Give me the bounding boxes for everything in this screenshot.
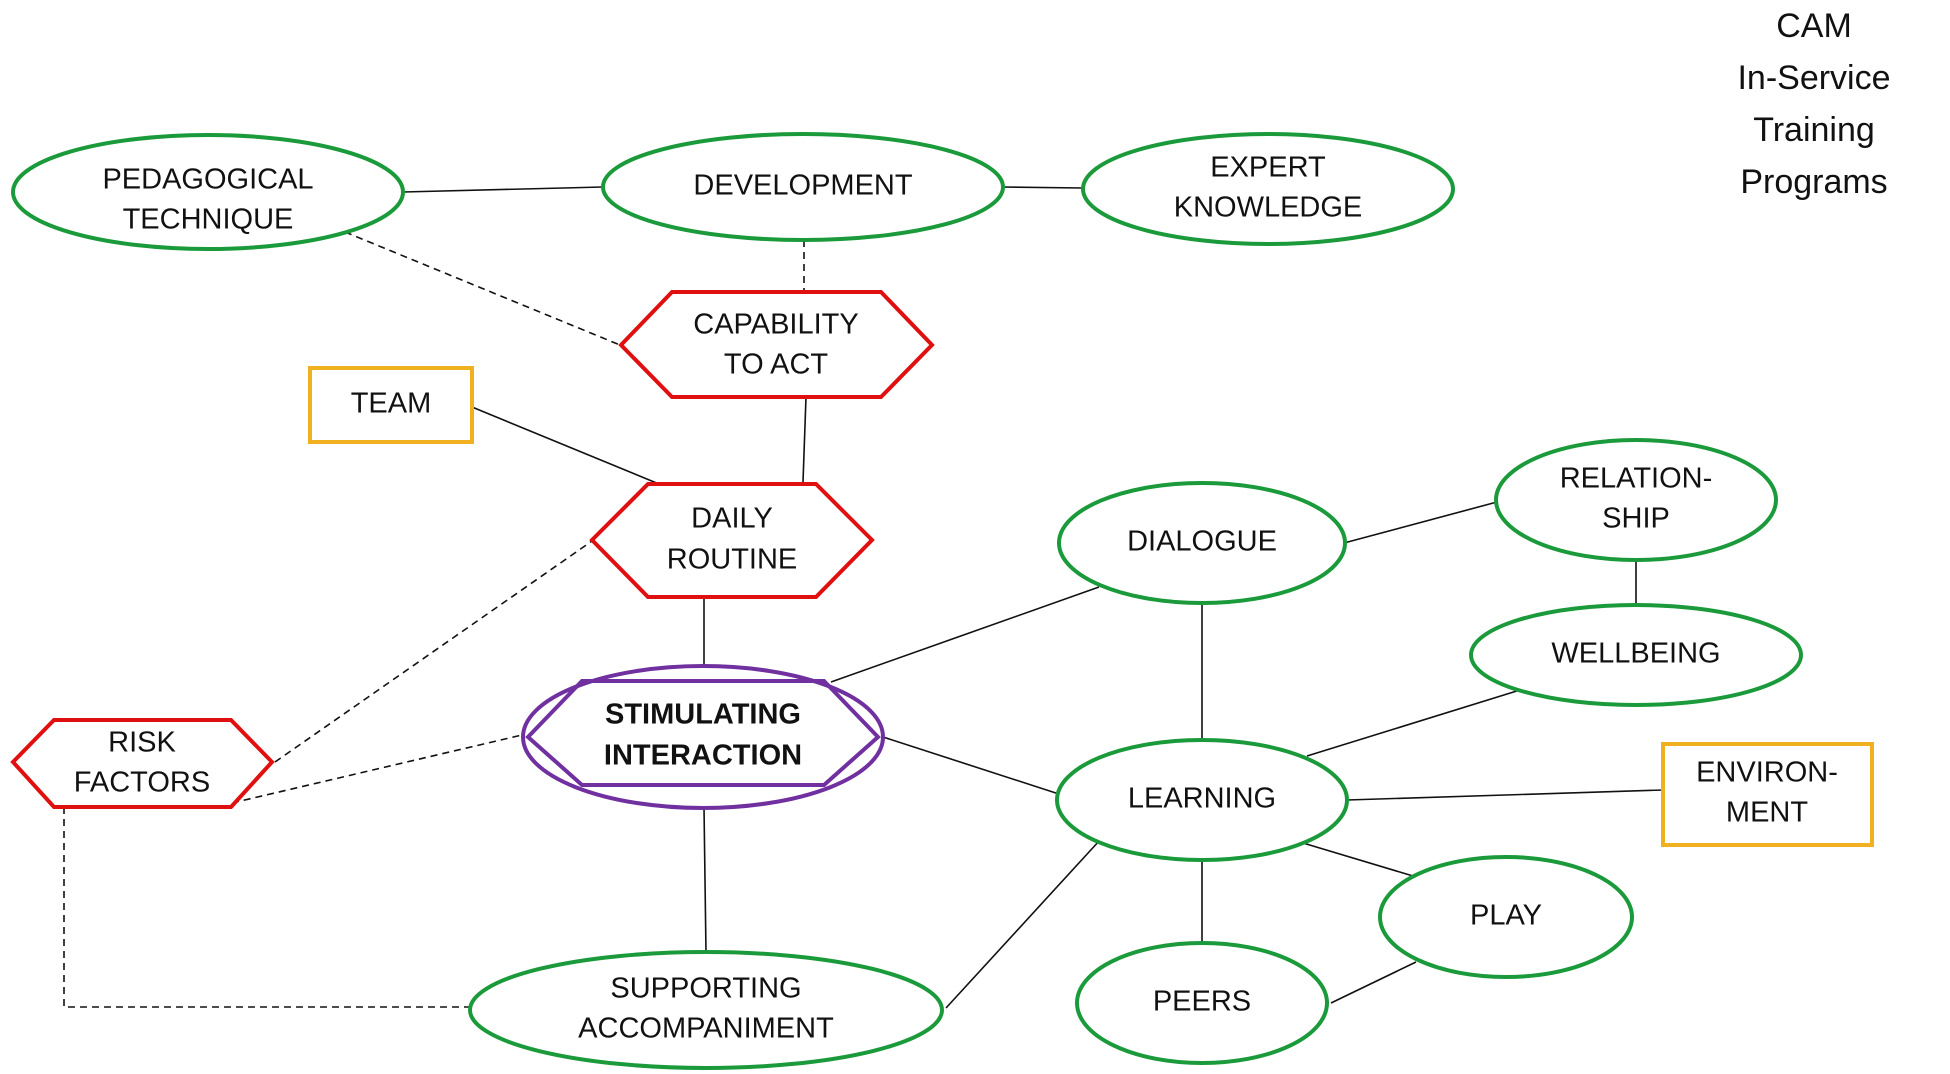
node-stimulating-interaction: STIMULATING INTERACTION <box>521 664 885 810</box>
play-label: PLAY <box>1470 900 1542 932</box>
node-team: TEAM <box>308 366 474 444</box>
expert-knowledge-line-2: KNOWLEDGE <box>1174 192 1363 224</box>
node-development: DEVELOPMENT <box>601 132 1005 242</box>
connectors <box>63 186 1664 1009</box>
environment-line-1: ENVIRON- <box>1696 757 1838 789</box>
node-learning: LEARNING <box>1055 738 1349 862</box>
edge-team-daily <box>471 406 660 485</box>
edge-pedagogical-development <box>402 186 604 193</box>
daily-routine-line-1: DAILY <box>691 503 773 535</box>
supporting-accompaniment-line-2: ACCOMPANIMENT <box>578 1013 834 1045</box>
peers-label: PEERS <box>1153 986 1251 1018</box>
team-label: TEAM <box>351 388 432 420</box>
node-environment: ENVIRON- MENT <box>1661 742 1874 847</box>
node-pedagogical-technique: PEDAGOGICAL TECHNIQUE <box>11 133 405 251</box>
edge-stimulating-supporting <box>703 806 707 954</box>
risk-factors-line-2: FACTORS <box>74 767 210 799</box>
title-line-1: CAM <box>1776 7 1852 45</box>
node-capability-to-act: CAPABILITY TO ACT <box>618 290 935 399</box>
edge-stimulating-dialogue <box>830 586 1100 683</box>
risk-factors-line-1: RISK <box>108 727 176 759</box>
node-play: PLAY <box>1378 855 1634 979</box>
node-risk-factors: RISK FACTORS <box>10 718 275 809</box>
relationship-line-2: SHIP <box>1602 503 1670 535</box>
edge-risk-daily <box>274 540 593 763</box>
edge-risk-supporting <box>63 807 470 1008</box>
edge-learning-play <box>1302 842 1414 877</box>
node-dialogue: DIALOGUE <box>1057 481 1347 605</box>
daily-routine-line-2: ROUTINE <box>667 544 798 576</box>
stimulating-interaction-line-2: INTERACTION <box>604 740 802 772</box>
learning-label: LEARNING <box>1128 783 1276 815</box>
edge-play-peers <box>1330 961 1417 1004</box>
edge-stimulating-learning <box>882 736 1063 796</box>
edge-capability-daily <box>802 396 807 483</box>
title-line-2: In-Service <box>1737 59 1891 97</box>
relationship-line-1: RELATION- <box>1560 463 1713 495</box>
edge-development-expert <box>1002 186 1084 189</box>
wellbeing-label: WELLBEING <box>1551 638 1720 670</box>
stimulating-interaction-line-1: STIMULATING <box>605 699 801 731</box>
title-line-4: Programs <box>1740 163 1888 201</box>
development-label: DEVELOPMENT <box>693 170 912 202</box>
node-supporting-accompaniment: SUPPORTING ACCOMPANIMENT <box>468 950 944 1070</box>
pedagogical-technique-line-2: TECHNIQUE <box>123 204 294 236</box>
edge-learning-environment <box>1346 789 1664 801</box>
pedagogical-technique-line-1: PEDAGOGICAL <box>102 164 313 196</box>
environment-line-2: MENT <box>1726 797 1808 829</box>
edge-learning-supporting <box>945 839 1101 1009</box>
title-line-3: Training <box>1753 111 1875 149</box>
node-expert-knowledge: EXPERT KNOWLEDGE <box>1081 132 1455 246</box>
node-relationship: RELATION- SHIP <box>1494 438 1778 562</box>
capability-to-act-line-2: TO ACT <box>724 349 828 381</box>
capability-to-act-line-1: CAPABILITY <box>693 309 858 341</box>
edge-learning-wellbeing <box>1306 689 1521 757</box>
expert-knowledge-line-1: EXPERT <box>1210 152 1326 184</box>
node-peers: PEERS <box>1075 941 1329 1065</box>
node-daily-routine: DAILY ROUTINE <box>589 482 875 599</box>
edge-risk-stimulating <box>231 734 523 804</box>
edge-pedagogical-capability <box>344 231 621 346</box>
dialogue-label: DIALOGUE <box>1127 526 1277 558</box>
edge-dialogue-relationship <box>1343 501 1498 544</box>
node-wellbeing: WELLBEING <box>1469 603 1803 707</box>
supporting-accompaniment-line-1: SUPPORTING <box>610 973 801 1005</box>
